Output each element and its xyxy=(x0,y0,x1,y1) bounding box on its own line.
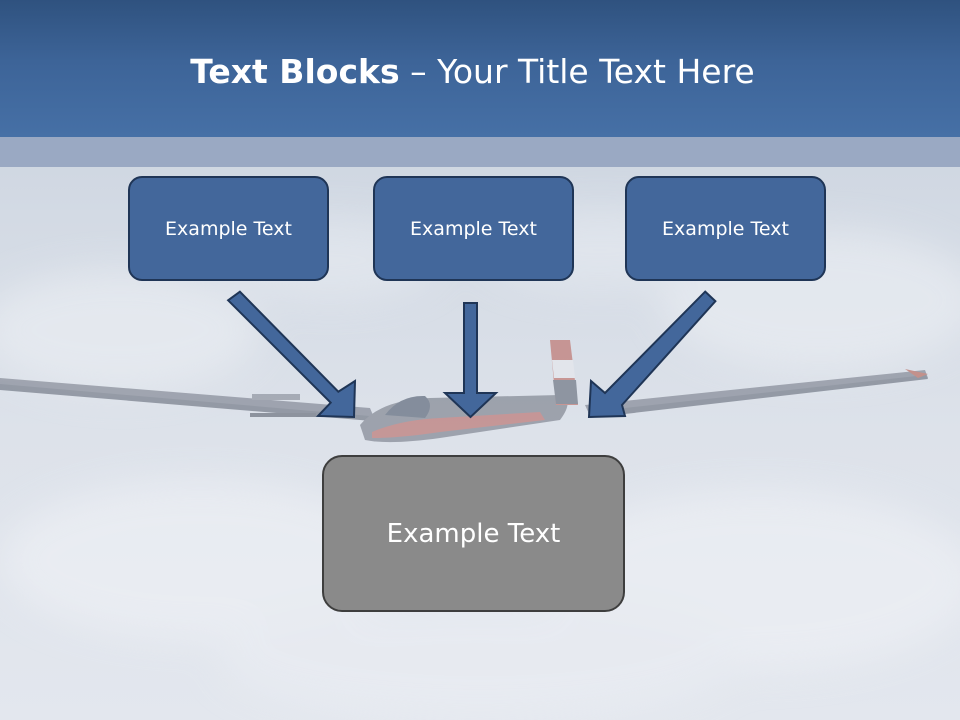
title-bar xyxy=(0,0,960,137)
title-bold: Text Blocks xyxy=(190,52,400,91)
arrow-down-icon xyxy=(442,302,499,419)
page-title: Text Blocks – Your Title Text Here xyxy=(0,52,945,91)
text-block-3-label: Example Text xyxy=(662,217,789,240)
text-block-3[interactable]: Example Text xyxy=(625,176,826,281)
center-text-block-label: Example Text xyxy=(386,518,561,549)
title-separator: – xyxy=(399,52,438,91)
title-rest: Your Title Text Here xyxy=(437,52,755,91)
text-block-1[interactable]: Example Text xyxy=(128,176,329,281)
arrow-left-icon xyxy=(226,290,357,419)
arrow-right-icon xyxy=(587,290,717,419)
text-block-1-label: Example Text xyxy=(165,217,292,240)
title-band xyxy=(0,137,960,167)
text-block-2[interactable]: Example Text xyxy=(373,176,574,281)
text-block-2-label: Example Text xyxy=(410,217,537,240)
center-text-block[interactable]: Example Text xyxy=(322,455,625,612)
